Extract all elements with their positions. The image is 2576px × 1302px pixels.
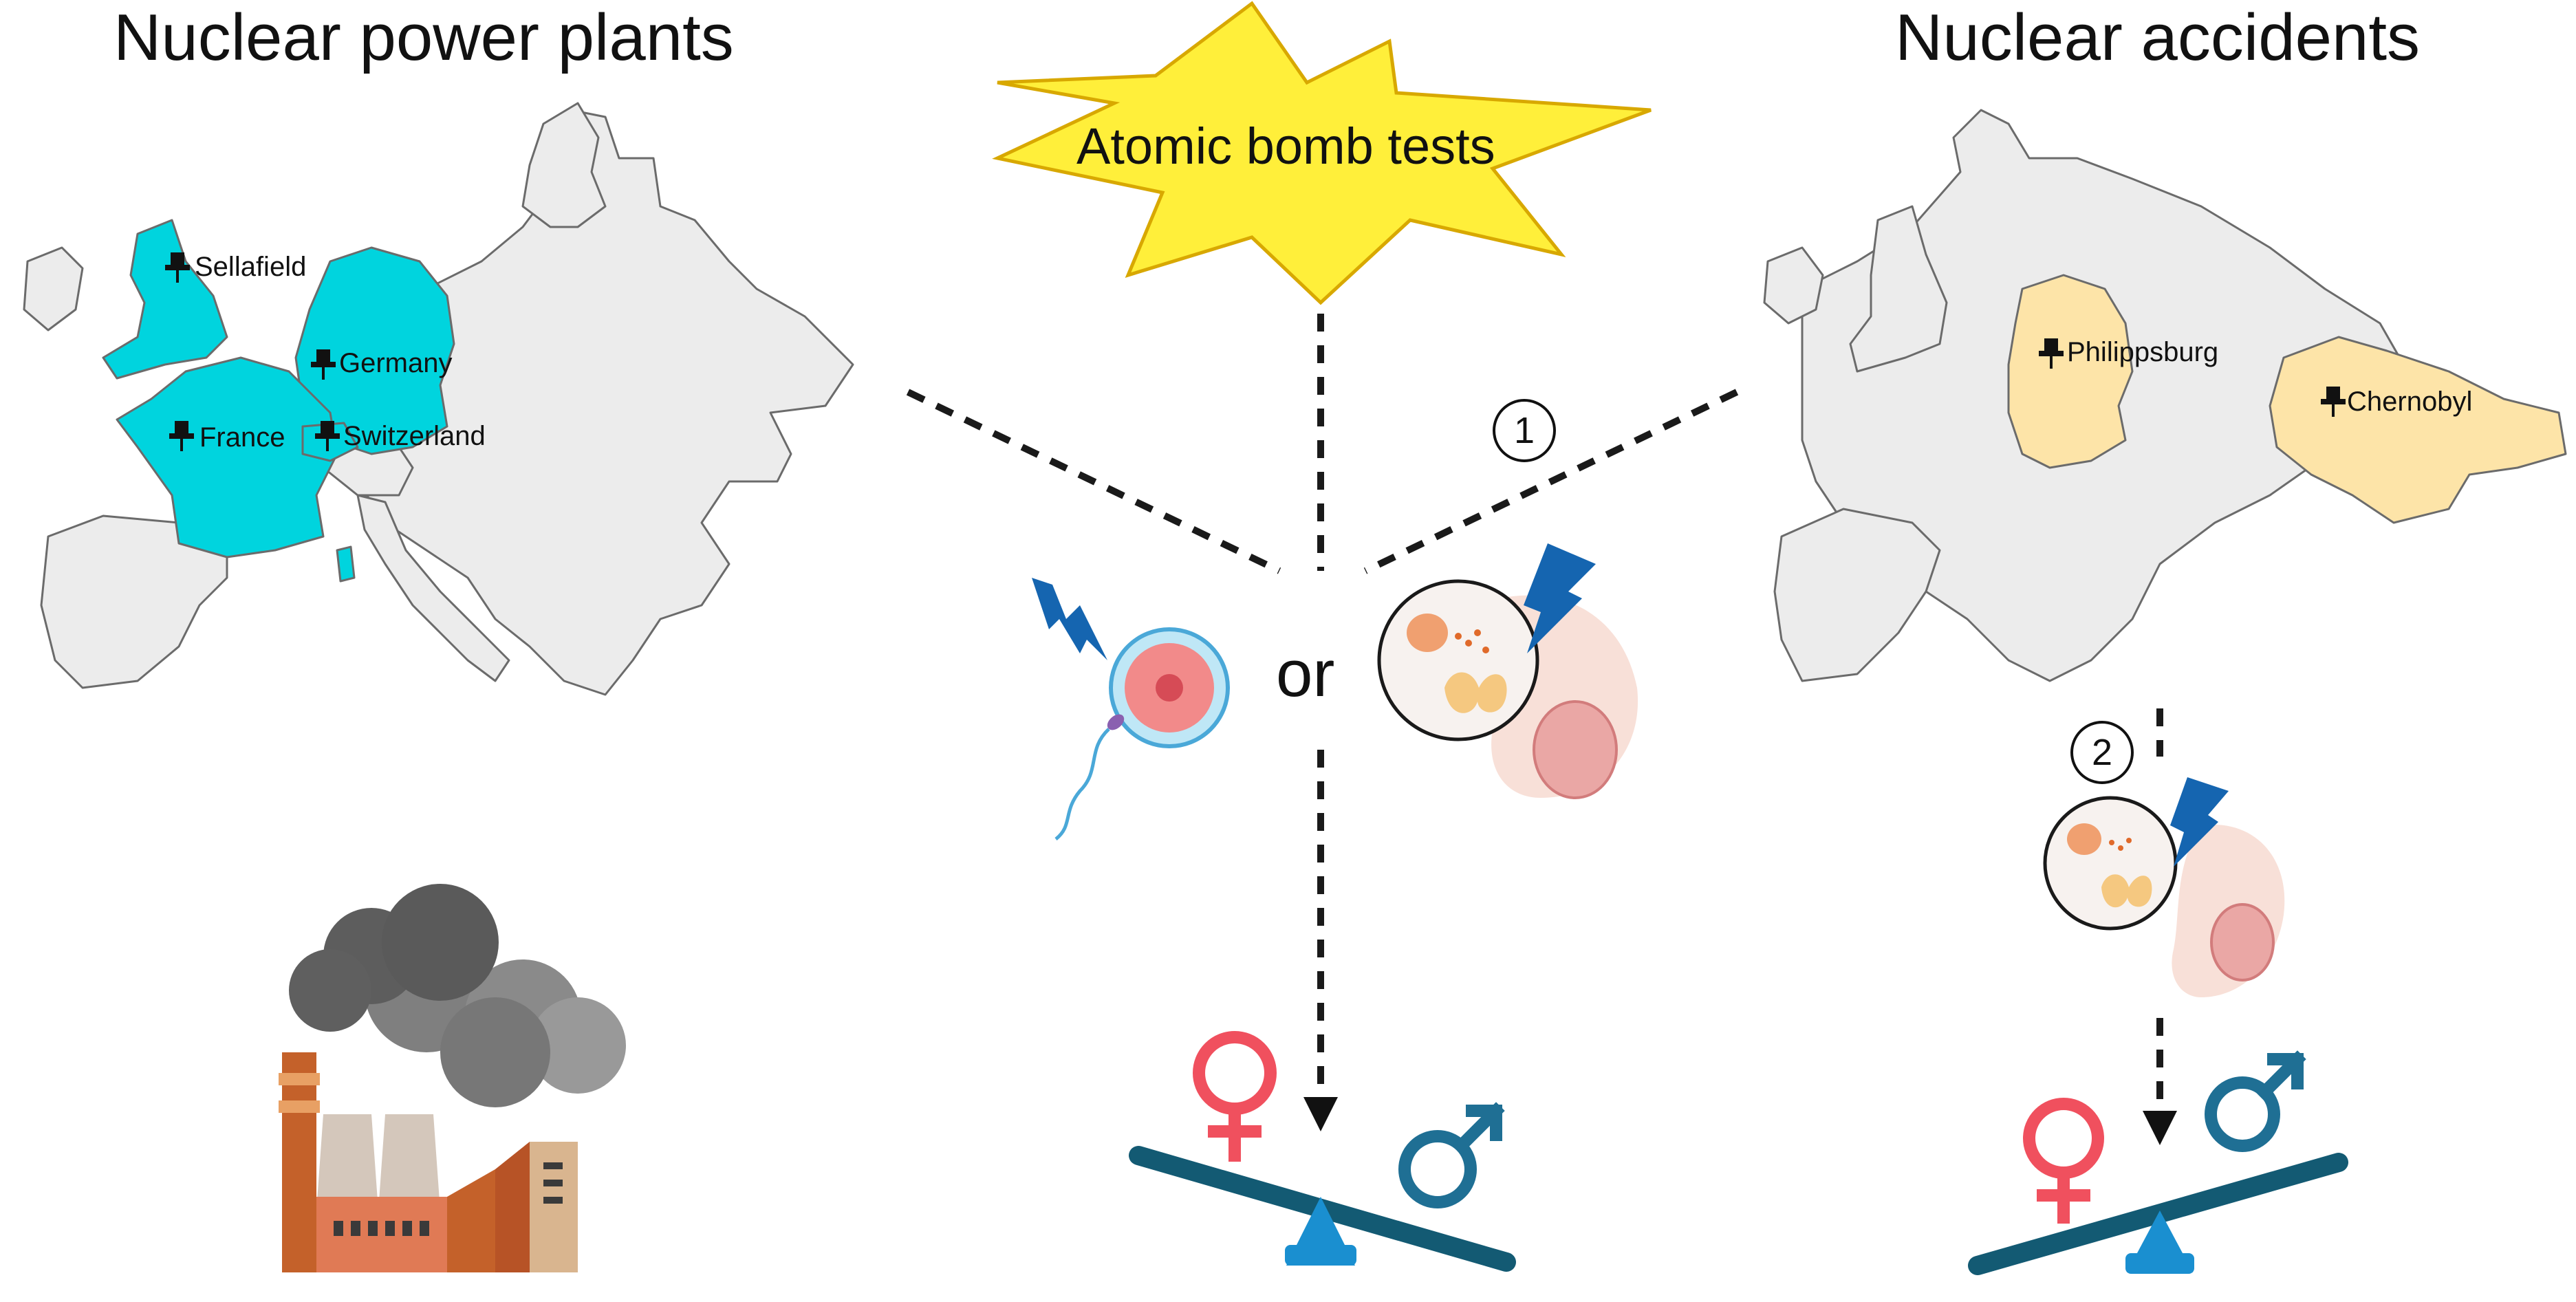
left-map-italy (356, 494, 510, 682)
map-pins (165, 252, 2346, 451)
right-map-uk (1849, 205, 1948, 373)
map-pin-icon (2321, 387, 2346, 417)
connector-right (1363, 389, 1739, 574)
map-pin-icon (165, 252, 190, 283)
right-map-iberia (1773, 508, 1941, 682)
seesaw-icon (1968, 1153, 2348, 1275)
male-symbol-icon (1398, 1102, 1505, 1208)
pin-label-sellafield: Sellafield (195, 252, 307, 282)
pin-label-chernobyl: Chernobyl (2347, 387, 2473, 417)
right-map-germany (2007, 274, 2134, 469)
left-title: Nuclear power plants (113, 1, 734, 74)
egg-sperm-icon (1054, 627, 1230, 840)
factory-icon (279, 884, 626, 1272)
map-pin-icon (2039, 338, 2064, 369)
left-map-scandinavia (521, 102, 607, 228)
or-label: or (1276, 637, 1335, 710)
seesaw-icon (1129, 1146, 1516, 1272)
left-map-ireland (23, 246, 84, 332)
map-pin-icon (169, 421, 194, 451)
smoke-icon (289, 884, 626, 1107)
pathway-marker-2: 2 (2070, 721, 2134, 784)
left-map-switzerland (301, 422, 359, 462)
male-symbol-icon (2205, 1050, 2306, 1152)
explosion-icon (992, 1, 1652, 305)
lightning-icon (2170, 777, 2229, 867)
map-pin-icon (311, 349, 336, 380)
right-title: Nuclear accidents (1895, 1, 2421, 74)
map-pin-icon (315, 421, 340, 451)
right-map-ireland (1763, 246, 1824, 325)
female-symbol-icon (1193, 1031, 1277, 1162)
left-europe-map (23, 102, 854, 696)
thyroid-pregnancy-icon (1377, 579, 1638, 799)
left-map-germany (294, 246, 455, 455)
pin-label-philippsburg: Philippsburg (2067, 337, 2219, 367)
left-map-france (116, 356, 338, 558)
left-map-iberia (40, 514, 228, 689)
female-symbol-icon (2023, 1098, 2104, 1224)
thyroid-pregnancy-icon (2043, 796, 2285, 997)
pin-label-germany: Germany (339, 348, 453, 378)
pathway-marker-1: 1 (1493, 399, 1556, 462)
pin-label-france: France (199, 422, 285, 453)
right-europe-map (1763, 109, 2567, 682)
connector-left (906, 389, 1281, 574)
center-title: Atomic bomb tests (1076, 118, 1495, 175)
left-map-uk (102, 219, 228, 380)
pin-label-switzerland: Switzerland (343, 421, 486, 451)
lightning-icon (1032, 578, 1107, 660)
lightning-icon (1524, 543, 1596, 653)
right-map-ukraine (2269, 336, 2567, 524)
left-map-corsica (336, 545, 356, 583)
connector-lines (906, 282, 2177, 1145)
